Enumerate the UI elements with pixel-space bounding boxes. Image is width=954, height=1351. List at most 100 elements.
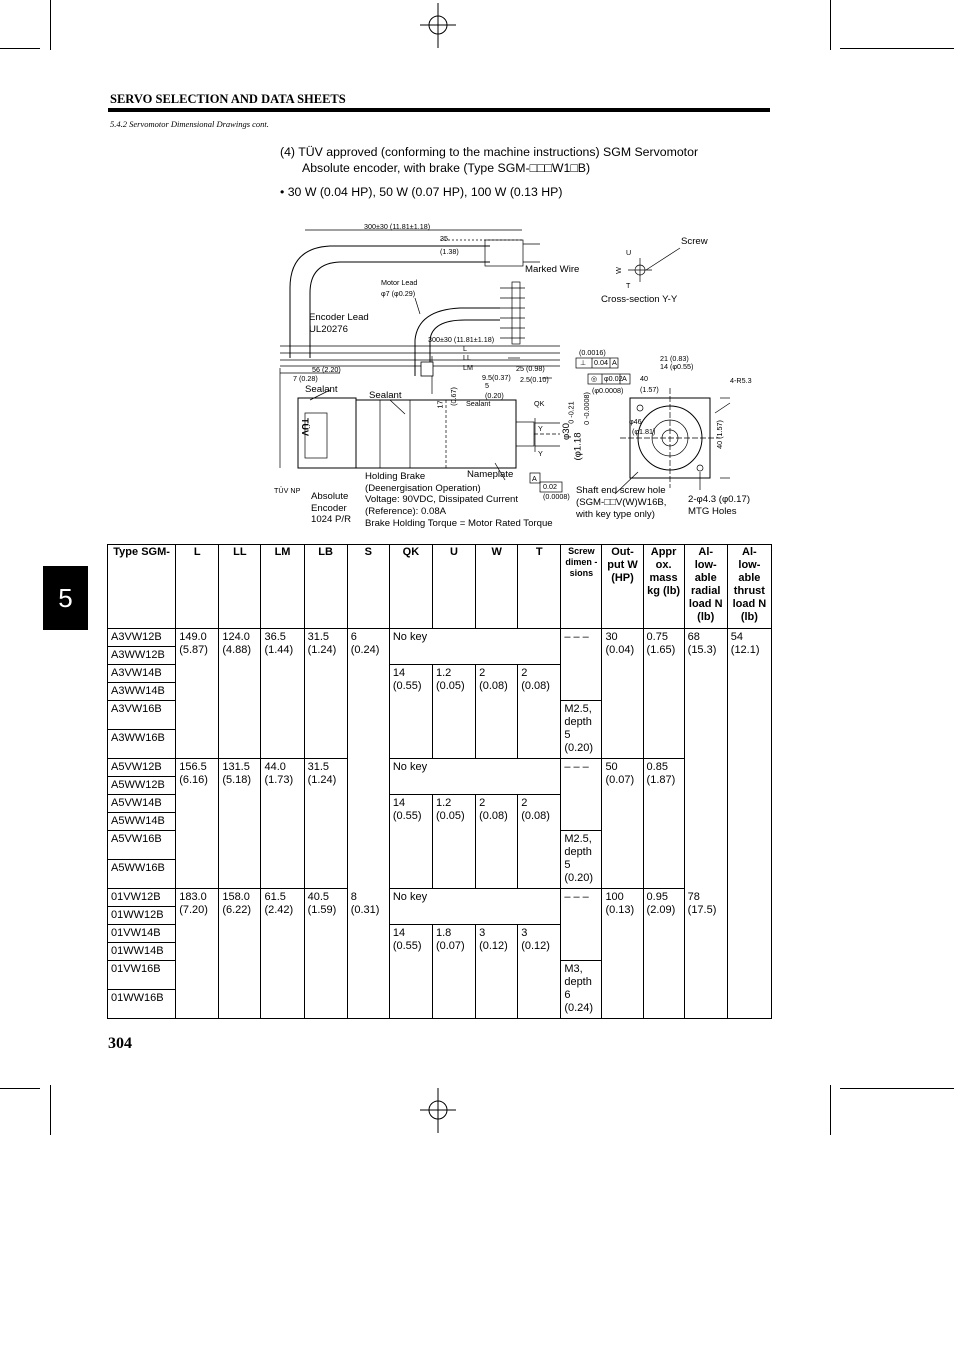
dim-phi-1-18: (φ1.18 bbox=[572, 432, 584, 461]
dim-phi-1-81: (φ1.81) bbox=[632, 427, 656, 436]
encoder-lead-label: Encoder Lead bbox=[309, 312, 369, 323]
type-cell: A3VW14B bbox=[106, 664, 177, 683]
col-header-screw: Screw dimen -sions bbox=[560, 544, 603, 629]
type-cell: A5VW14B bbox=[106, 794, 177, 813]
qk-cell: 14 (0.55) bbox=[388, 794, 433, 889]
motor-lead-diameter: φ7 (φ0.29) bbox=[381, 289, 416, 298]
type-cell: A3WW14B bbox=[106, 682, 177, 701]
type-cell: A5VW12B bbox=[106, 758, 177, 777]
qk-cell: 14 (0.55) bbox=[388, 664, 433, 759]
holding-brake-label-4: (Reference): 0.08A bbox=[365, 506, 447, 517]
holding-brake-label-2: (Deenergisation Operation) bbox=[365, 483, 481, 494]
tol-0-0008-b: (0.0008) bbox=[543, 492, 570, 501]
screw-cell: – – – bbox=[560, 888, 603, 961]
s-cell: 8 (0.31) bbox=[346, 888, 390, 1019]
w-cell: 2 (0.08) bbox=[475, 794, 519, 889]
lm-cell: 44.0 (1.73) bbox=[260, 758, 305, 889]
table-row: 01WW12B bbox=[106, 906, 772, 925]
col-header-lm: LM bbox=[260, 544, 305, 629]
tuv-mark: TÜV bbox=[300, 418, 310, 436]
dim-phi-30: φ30 bbox=[560, 423, 572, 440]
lm-cell: 36.5 (1.44) bbox=[260, 628, 305, 759]
label-y-1: Y bbox=[538, 424, 543, 433]
dim-2-5: 2.5(0.10) bbox=[520, 375, 549, 384]
w-cell: 3 (0.12) bbox=[475, 924, 519, 1019]
t-cell: 3 (0.12) bbox=[517, 924, 562, 1019]
mass-cell: 0.95 (2.09) bbox=[642, 888, 685, 1019]
u-cell: 1.2 (0.05) bbox=[431, 664, 477, 759]
screw-cell: – – – bbox=[560, 628, 603, 701]
section-header: SERVO SELECTION AND DATA SHEETS bbox=[110, 92, 346, 106]
dimensional-drawing: 300±30 (11.81±1.18) 35 (1.38) Screw U W … bbox=[260, 218, 760, 532]
dim-35: 35 bbox=[440, 234, 448, 243]
dim-7: 7 (0.28) bbox=[293, 374, 318, 383]
type-cell: A3WW16B bbox=[106, 729, 177, 759]
type-cell: 01VW12B bbox=[106, 888, 177, 907]
l-cell: 156.5 (6.16) bbox=[175, 758, 220, 889]
shaft-end-label-3: with key type only) bbox=[576, 509, 655, 520]
type-cell: A3VW12B bbox=[106, 628, 177, 647]
header-rule bbox=[108, 108, 770, 112]
screw-cell: M2.5, depth 5 (0.20) bbox=[560, 830, 603, 889]
no-key-cell: No key bbox=[388, 758, 562, 795]
col-header-ll: LL bbox=[218, 544, 262, 629]
col-header-lb: LB bbox=[303, 544, 348, 629]
output-cell: 100 (0.13) bbox=[601, 888, 644, 1019]
no-key-cell: No key bbox=[388, 628, 562, 665]
lb-cell: 31.5 (1.24) bbox=[303, 758, 348, 889]
tol-0-04: 0.04 bbox=[594, 358, 608, 367]
nameplate-label: Nameplate bbox=[467, 469, 514, 480]
col-header-type: Type SGM- bbox=[106, 544, 177, 629]
motor-lead-label: Motor Lead bbox=[381, 278, 418, 287]
dim-14: 14 (φ0.55) bbox=[660, 362, 694, 371]
intro-line-1: (4) TÜV approved (conforming to the mach… bbox=[280, 145, 699, 159]
cross-section-label: Cross-section Y-Y bbox=[601, 294, 678, 305]
col-header-w: W bbox=[475, 544, 519, 629]
label-LL: LL bbox=[463, 353, 471, 362]
sealant-label-2: Sealant bbox=[369, 390, 402, 401]
dim-40: 40 bbox=[640, 374, 648, 383]
type-cell: 01VW16B bbox=[106, 960, 177, 990]
col-header-s: S bbox=[346, 544, 390, 629]
lb-cell: 40.5 (1.59) bbox=[303, 888, 348, 1019]
datum-a-3: A bbox=[532, 474, 537, 483]
lm-cell: 61.5 (2.42) bbox=[260, 888, 305, 1019]
output-cell: 30 (0.04) bbox=[601, 628, 644, 759]
dim-9-5: 9.5(0.37) bbox=[482, 373, 511, 382]
table-header-row: Type SGM- L LL LM LB S QK U W T Screw di… bbox=[106, 544, 773, 629]
type-cell: A3VW16B bbox=[106, 700, 177, 730]
type-cell: A5WW14B bbox=[106, 812, 177, 831]
radial-load-cell: 68 (15.3) bbox=[683, 628, 728, 889]
intro-bullet: • 30 W (0.04 HP), 50 W (0.07 HP), 100 W … bbox=[280, 185, 563, 199]
s-cell: 6 (0.24) bbox=[346, 628, 390, 889]
output-cell: 50 (0.07) bbox=[601, 758, 644, 889]
type-cell: 01WW14B bbox=[106, 942, 177, 961]
tol-0-21: 0 -0.21 bbox=[566, 401, 576, 424]
table-row: 01VW16B M3, depth 6 (0.24) bbox=[106, 960, 772, 1019]
datum-a-2: A bbox=[622, 374, 627, 383]
lead-length-mid: 300±30 (11.81±1.18) bbox=[428, 335, 495, 344]
col-header-thrust: Al- low- able thrust load N (lb) bbox=[726, 544, 773, 629]
tol-phi-0-0008: (φ0.0008) bbox=[592, 386, 624, 395]
t-cell: 2 (0.08) bbox=[517, 794, 562, 889]
l-cell: 183.0 (7.20) bbox=[175, 888, 220, 1019]
dim-0-20: (0.20) bbox=[485, 391, 504, 400]
label-qk: QK bbox=[534, 399, 545, 408]
subsection-title: 5.4.2 Servomotor Dimensional Drawings co… bbox=[110, 119, 269, 129]
holding-brake-label-1: Holding Brake bbox=[365, 471, 426, 482]
col-header-l: L bbox=[175, 544, 220, 629]
intro-line-2: Absolute encoder, with brake (Type SGM-□… bbox=[302, 161, 591, 175]
type-cell: A5WW12B bbox=[106, 776, 177, 795]
no-key-cell: No key bbox=[388, 888, 562, 925]
datum-a-1: A bbox=[612, 358, 617, 367]
radial-load-cell: 78 (17.5) bbox=[683, 888, 728, 1019]
table-row: A5VW14B 14 (0.55) 1.2 (0.05) 2 (0.08) 2 … bbox=[106, 794, 772, 889]
sealant-label-3: Sealant bbox=[466, 399, 491, 408]
lead-length-top: 300±30 (11.81±1.18) bbox=[364, 222, 431, 231]
dim-56: 56 (2.20) bbox=[312, 365, 341, 374]
type-cell: A5WW16B bbox=[106, 859, 177, 889]
dim-40-vertical: 40 (1.57) bbox=[714, 420, 724, 449]
holding-brake-label-5: Brake Holding Torque = Motor Rated Torqu… bbox=[365, 518, 553, 529]
page-number: 304 bbox=[108, 1035, 132, 1052]
col-header-u: U bbox=[431, 544, 477, 629]
